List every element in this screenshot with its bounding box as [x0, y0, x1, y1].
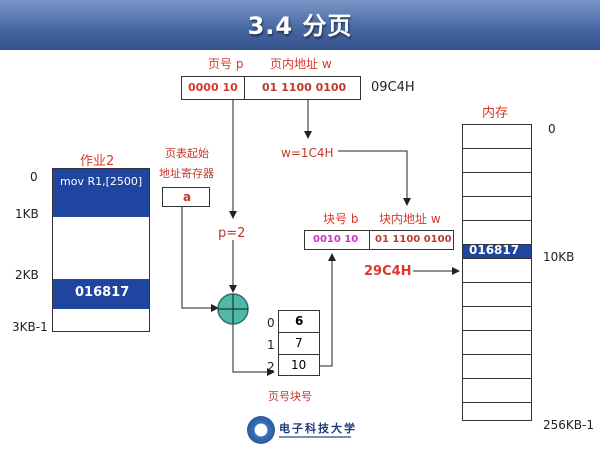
memory-block: [463, 355, 531, 379]
row-divider: [279, 354, 319, 355]
divider: [369, 231, 370, 249]
page-offset-label: 页内地址 w: [270, 57, 332, 71]
job-page-2: 016817: [53, 279, 149, 309]
job-title: 作业2: [80, 154, 115, 169]
memory-block: [463, 307, 531, 331]
logical-address-hex: 09C4H: [371, 80, 415, 95]
w-value-label: w=1C4H: [281, 146, 334, 160]
memory-title: 内存: [482, 106, 509, 121]
job-instruction: mov R1,[2500]: [60, 175, 143, 188]
memory-value: 016817: [469, 243, 520, 257]
job-value: 016817: [75, 285, 130, 300]
slide-title: 3.4 分页: [247, 12, 353, 40]
job-mark-0: 0: [30, 170, 38, 184]
job-mark-1kb: 1KB: [15, 207, 39, 221]
job-mark-2kb: 2KB: [15, 268, 39, 282]
block-offset-label: 块内地址 w: [379, 212, 441, 226]
job-page-0: mov R1,[2500]: [53, 169, 149, 217]
memory-block: [463, 125, 531, 149]
page-index-1: 1: [267, 338, 275, 352]
page-table-caption: 页号块号: [268, 390, 312, 403]
arrow-adder-to-table: [232, 324, 275, 376]
physical-block-bits: 0010 10: [313, 234, 359, 245]
physical-offset-bits: 01 1100 0100: [375, 234, 452, 245]
adder-plus-icon: [218, 294, 248, 324]
memory-mark-10kb: 10KB: [543, 250, 575, 264]
memory-block: [463, 173, 531, 197]
memory-block: [463, 149, 531, 173]
memory-block: [463, 283, 531, 307]
memory-block: [463, 221, 531, 245]
physical-address-register: 0010 10 01 1100 0100: [304, 230, 454, 250]
page-index-0: 0: [267, 316, 275, 330]
job-mark-3kb-1: 3KB-1: [12, 320, 48, 334]
university-logo-icon: [247, 416, 275, 444]
page-number-label: 页号 p: [208, 57, 244, 71]
university-name: 电子科技大学: [279, 422, 357, 435]
logical-address-register: 0000 10 01 1100 0100: [181, 76, 361, 100]
logical-page-bits: 0000 10: [188, 81, 238, 94]
page-table-block-1: 7: [295, 336, 303, 350]
memory-mark-end: 256KB-1: [543, 418, 594, 432]
logical-offset-bits: 01 1100 0100: [262, 81, 347, 94]
page-table-register: a: [162, 187, 210, 207]
ptr-label-line1: 页表起始: [165, 147, 209, 160]
page-table-block-2: 10: [291, 358, 307, 372]
memory-blocks: 016817: [462, 124, 532, 421]
page-index-2: 2: [267, 360, 275, 374]
physical-address-hex: 29C4H: [364, 264, 412, 279]
memory-block: [463, 259, 531, 283]
block-number-label: 块号 b: [323, 212, 359, 226]
memory-block: [463, 379, 531, 403]
memory-mark-0: 0: [548, 122, 556, 136]
arrow-offset-to-physical: [338, 150, 411, 206]
memory-block: [463, 197, 531, 221]
ptr-label-line2: 地址寄存器: [159, 167, 214, 180]
p-value-label: p=2: [218, 226, 246, 241]
divider: [244, 77, 245, 99]
logo-underline: [279, 436, 351, 438]
arrow-table-to-physical: [320, 253, 336, 367]
memory-block: [463, 331, 531, 355]
job-space: mov R1,[2500] 016817: [52, 168, 150, 332]
page-table: 6 7 10: [278, 310, 320, 376]
arrow-register-to-adder: [181, 207, 219, 312]
page-table-block-0: 6: [295, 314, 304, 328]
title-bar: [0, 0, 600, 50]
row-divider: [279, 332, 319, 333]
memory-block-10: 016817: [463, 243, 531, 259]
ptr-value: a: [183, 190, 192, 204]
